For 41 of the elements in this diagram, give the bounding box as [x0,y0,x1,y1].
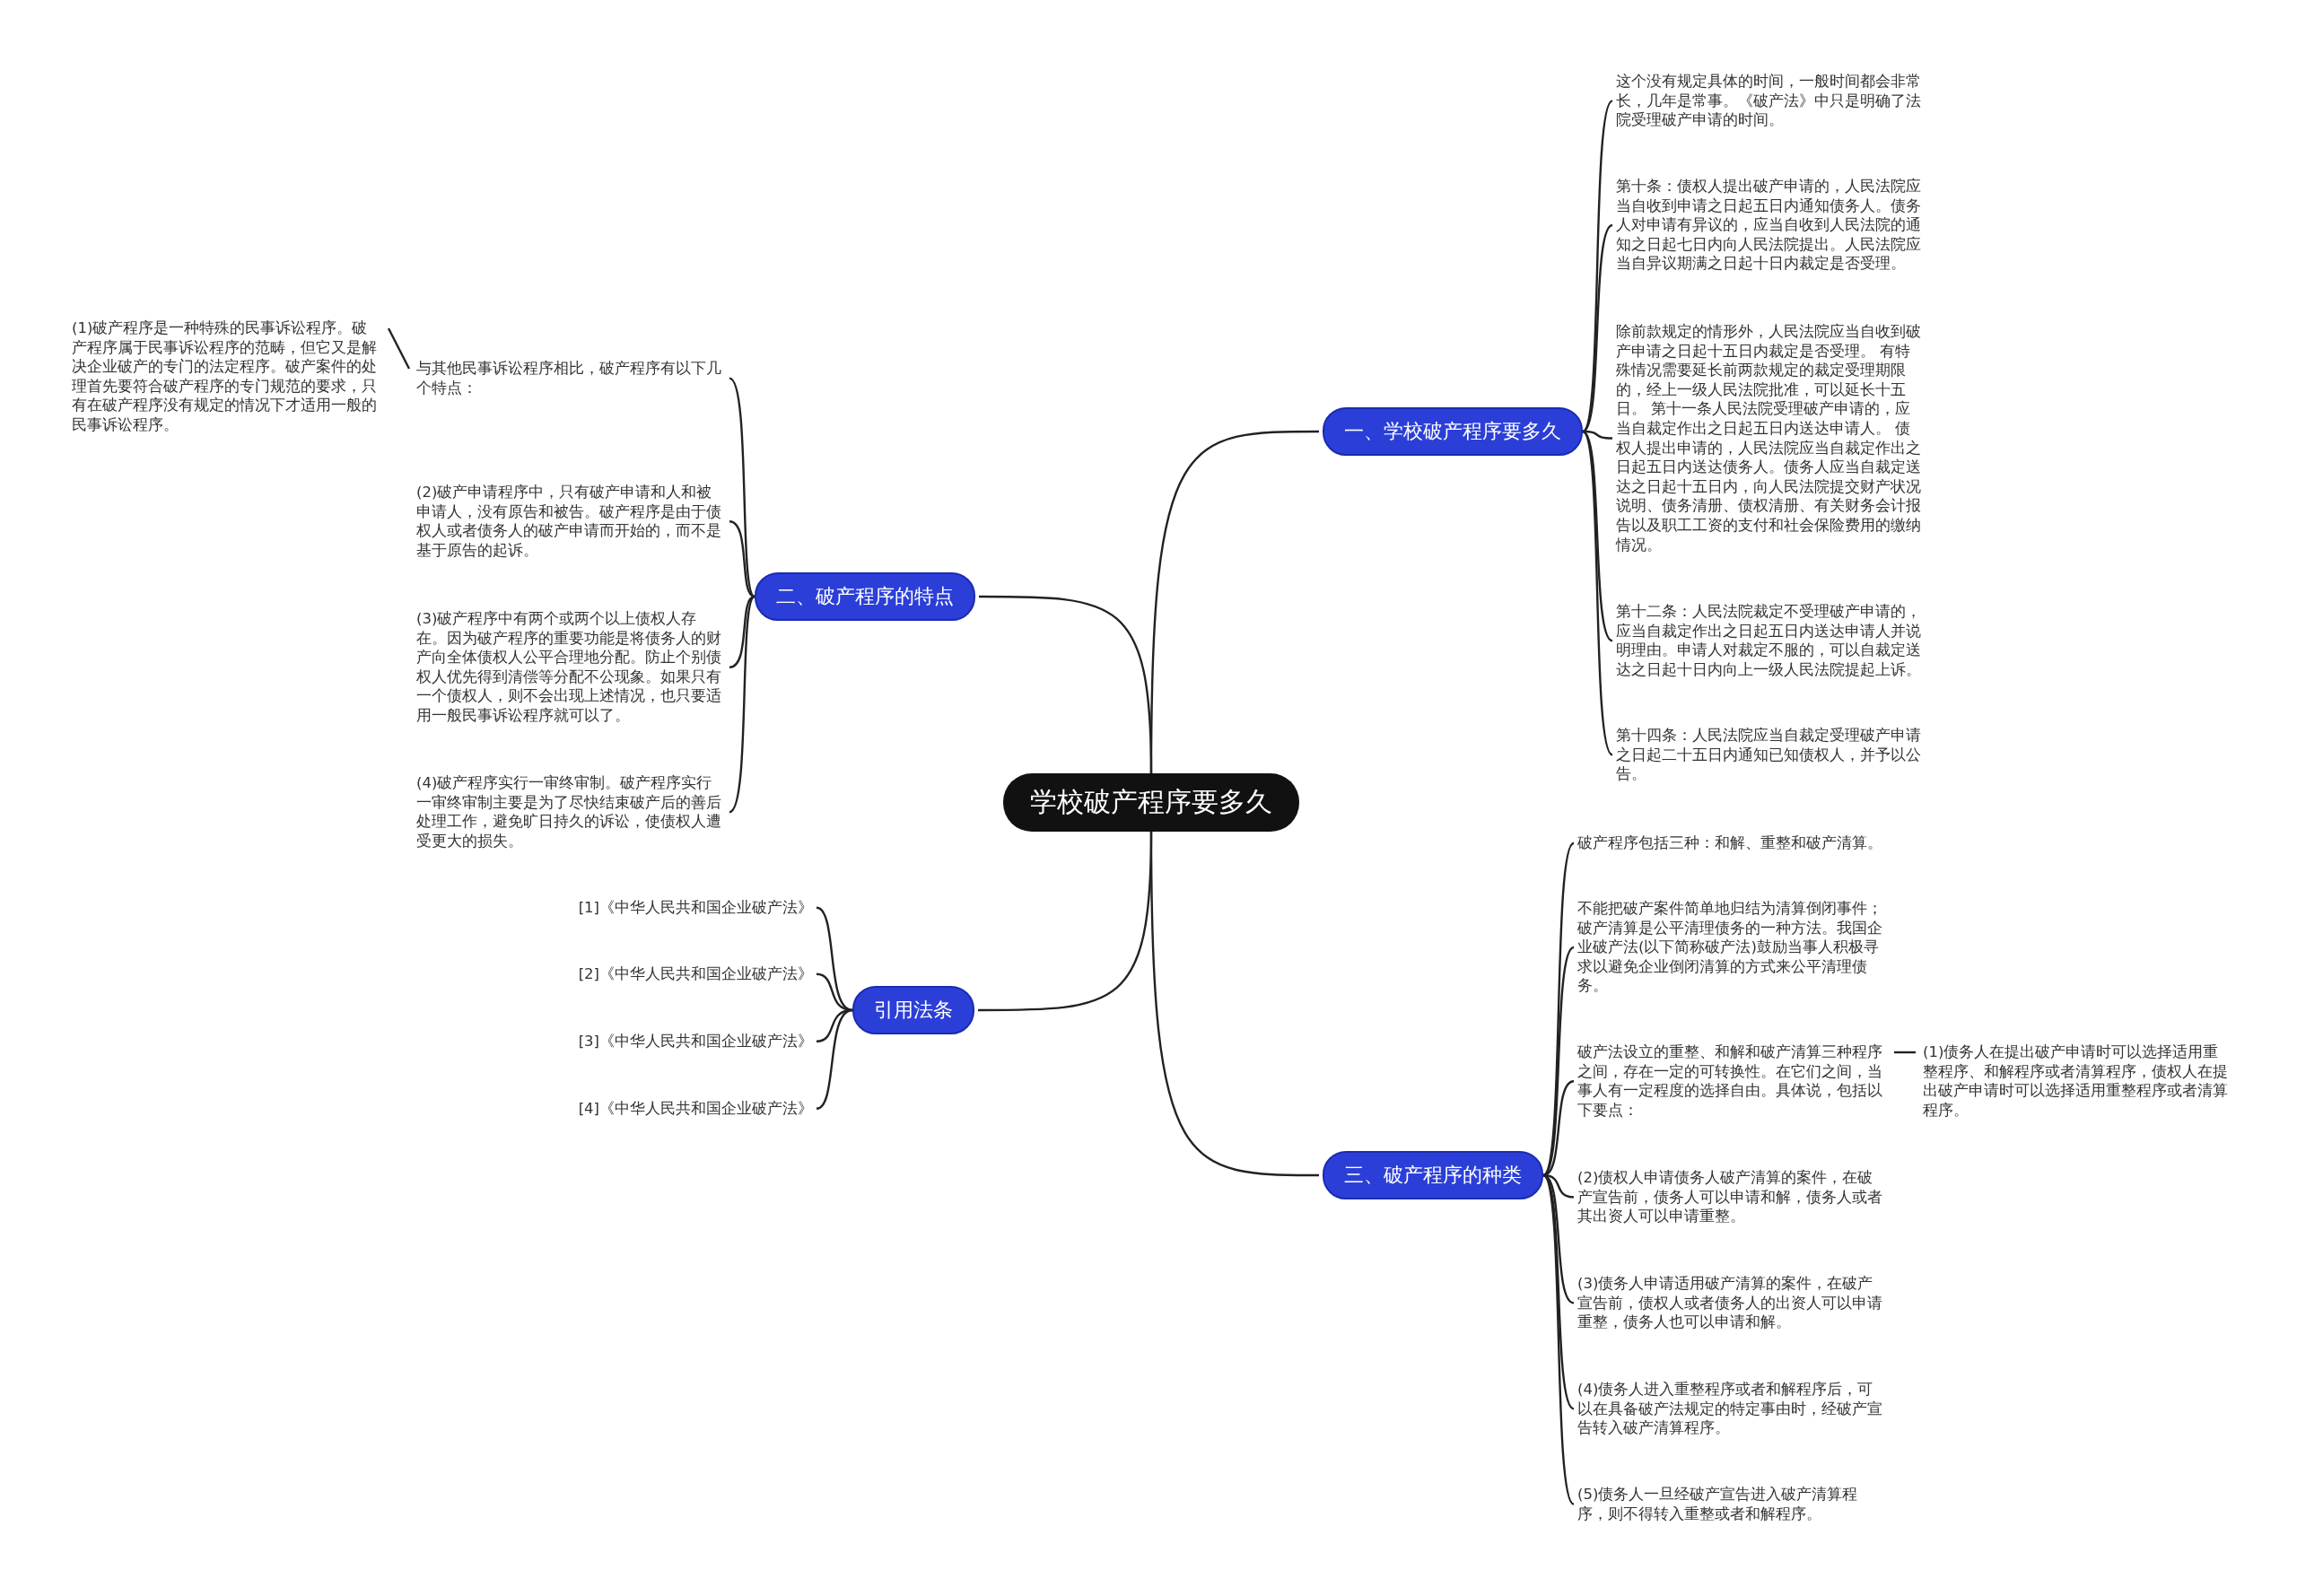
branch-topic: 三、破产程序的种类 [1323,1151,1543,1199]
text-note: (2)债权人申请债务人破产清算的案件，在破产宣告前，债务人可以申请和解，债务人或者其出资人可以申请重整。 [1577,1168,1887,1226]
reference-text: [3]《中华人民共和国企业破产法》 [578,1032,813,1051]
connector-line [816,906,853,1012]
connector-line [1582,431,1613,756]
reference-text: [1]《中华人民共和国企业破产法》 [578,898,813,918]
text-note: (2)破产申请程序中，只有破产申请和人和被申请人，没有原告和被告。破产程序是由于债权人或者债务人的破产申请而开始的，而不是基于原告的起诉。 [416,483,726,561]
central-topic: 学校破产程序要多久 [1003,773,1299,832]
connector-line [1542,946,1575,1176]
connector-line [1582,224,1613,432]
connector-line [979,595,1153,774]
text-note: 第十二条：人民法院裁定不受理破产申请的，应当自裁定作出之日起五日内送达申请人并说明理由。申请人对裁定不服的，可以自裁定送达之日起十日内向上一级人民法院提起上诉。 [1616,602,1926,680]
connector-line [1542,1174,1575,1505]
connector-line [816,1008,853,1110]
connector-line [387,327,411,370]
text-note: 第十四条：人民法院应当自裁定受理破产申请之日起二十五日内通知已知债权人，并予以公告。 [1616,726,1926,784]
text-note: (4)破产程序实行一审终审制。破产程序实行一审终审制主要是为了尽快结束破产后的善后处理工作，避免旷日持久的诉讼，使债权人遭受更大的损失。 [416,773,726,851]
connector-line [729,520,755,598]
connector-line [729,595,755,668]
text-note: (1)破产程序是一种特殊的民事诉讼程序。破产程序属于民事诉讼程序的范畴，但它又是解决企业破产的专门的法定程序。破产案件的处理首先要符合破产程序的专门规范的要求，只有在破产程序没有规定的情况下才适用一般的民事诉讼程序。 [72,318,381,435]
text-note: 破产法设立的重整、和解和破产清算三种程序之间，存在一定的可转换性。在它们之间，当事人有一定程度的选择自由。具体说，包括以下要点： [1577,1042,1887,1121]
connector-line [729,377,755,597]
connector-line [1894,1051,1916,1054]
reference-text: [4]《中华人民共和国企业破产法》 [578,1099,813,1119]
branch-topic: 二、破产程序的特点 [755,572,975,621]
reference-text: [2]《中华人民共和国企业破产法》 [578,964,813,984]
text-note: 与其他民事诉讼程序相比，破产程序有以下几个特点： [416,359,726,398]
connector-line [1149,832,1319,1177]
text-note: (5)债务人一旦经破产宣告进入破产清算程序，则不得转入重整或者和解程序。 [1577,1485,1887,1524]
branch-topic: 一、学校破产程序要多久 [1323,407,1583,456]
text-note: (3)债务人申请适用破产清算的案件，在破产宣告前，债权人或者债务人的出资人可以申请重整，债务人也可以申请和解。 [1577,1274,1887,1332]
text-note: 除前款规定的情形外，人民法院应当自收到破产申请之日起十五日内裁定是否受理。 有特殊情况需要延长前两款规定的裁定受理期限的，经上一级人民法院批准，可以延长十五日。 第十一条人民法院受理破产申请的，应当自裁定作出之日起五日内送达申请人。 债权人提出申请的，人民法院应当自裁定作出之日起五日内送达债务人。债务人应当自裁定送达之日起十五日内，向人民法院提交财产状况说明、债务清册、债权清册、有关财务会计报告以及职工工资的支付和社会保险费用的缴纳情况。 [1616,322,1926,555]
text-note: 这个没有规定具体的时间，一般时间都会非常长，几年是常事。《破产法》中只是明确了法院受理破产申请的时间。 [1616,72,1926,130]
text-note: (1)债务人在提出破产申请时可以选择适用重整程序、和解程序或者清算程序，债权人在提出破产申请时可以选择适用重整程序或者清算程序。 [1923,1042,2232,1121]
text-note: 不能把破产案件简单地归结为清算倒闭事件；破产清算是公平清理债务的一种方法。我国企业破产法(以下简称破产法)鼓励当事人积极寻求以避免企业倒闭清算的方式来公平清理债务。 [1577,899,1887,996]
text-note: (3)破产程序中有两个或两个以上债权人存在。因为破产程序的重要功能是将债务人的财产向全体债权人公平合理地分配。防止个别债权人优先得到清偿等分配不公现象。如果只有一个债权人，则不会出现上述情况，也只要适用一般民事诉讼程序就可以了。 [416,609,726,726]
branch-topic: 引用法条 [852,986,974,1034]
text-note: (4)债务人进入重整程序或者和解程序后，可以在具备破产法规定的特定事由时，经破产宣告转入破产清算程序。 [1577,1380,1887,1438]
text-note: 破产程序包括三种：和解、重整和破产清算。 [1577,833,1887,853]
connector-line [729,596,755,814]
text-note: 第十条：债权人提出破产申请的，人民法院应当自收到申请之日起五日内通知债务人。债务人对申请有异议的，应当自收到人民法院的通知之日起七日内向人民法院提出。人民法院应当自异议期满之日起十日内裁定是否受理。 [1616,177,1926,274]
